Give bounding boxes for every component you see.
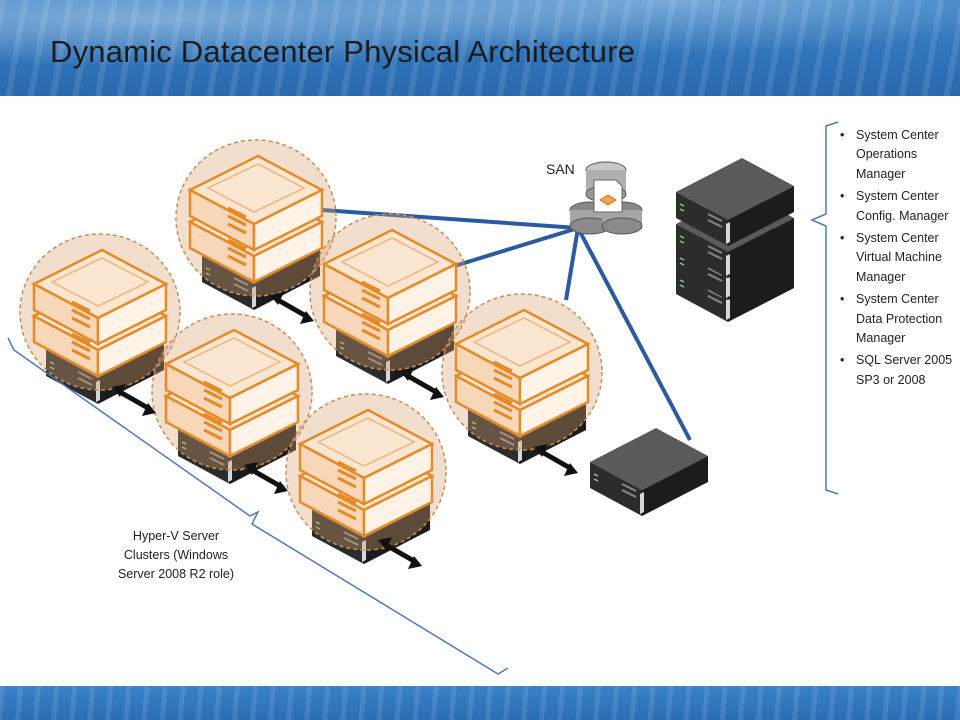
tool-label: System Center Config. Manager (856, 189, 949, 223)
tool-label: System Center Data Protection Manager (856, 292, 943, 346)
list-item: • System Center Data Protection Manager (838, 290, 960, 348)
management-tools-list: • System Center Operations Manager • Syste… (838, 126, 960, 393)
architecture-diagram (7, 121, 839, 675)
san-links (321, 208, 692, 441)
host-server (442, 294, 602, 464)
management-rack-icon (675, 157, 795, 323)
cluster-bracket-icon (7, 337, 509, 675)
double-arrow-icon (534, 444, 578, 476)
bullet-icon: • (840, 128, 845, 142)
double-arrow-icon (112, 384, 156, 416)
double-arrow-icon (270, 292, 314, 324)
list-item: • System Center Operations Manager (838, 126, 960, 184)
san-link (447, 226, 579, 270)
list-item: • SQL Server 2005 SP3 or 2008 (838, 351, 960, 390)
title-banner (0, 0, 960, 96)
san-label: SAN (546, 161, 575, 177)
san-link (576, 227, 692, 441)
footer-banner (0, 686, 960, 720)
tool-label: System Center Operations Manager (856, 128, 939, 181)
san-storage-icon (569, 161, 643, 235)
san-link (564, 227, 580, 301)
double-arrow-icon (244, 462, 288, 494)
tool-label: System Center Virtual Machine Manager (856, 231, 942, 284)
cluster-label: Hyper-V Server Clusters (Windows Server … (117, 529, 235, 581)
slide-title: Dynamic Datacenter Physical Architecture (50, 34, 636, 69)
bullet-icon: • (840, 292, 845, 307)
standalone-server-icon (589, 427, 709, 517)
bullet-icon: • (840, 353, 845, 368)
list-item: • System Center Config. Manager (838, 187, 960, 226)
double-arrow-icon (400, 368, 444, 400)
tool-label: SQL Server 2005 SP3 or 2008 (856, 353, 953, 387)
san-link (321, 208, 579, 230)
management-brace-icon (810, 121, 839, 495)
host-server (286, 394, 446, 564)
bullet-icon: • (840, 231, 845, 246)
bullet-icon: • (840, 189, 845, 204)
list-item: • System Center Virtual Machine Manager (838, 229, 960, 287)
